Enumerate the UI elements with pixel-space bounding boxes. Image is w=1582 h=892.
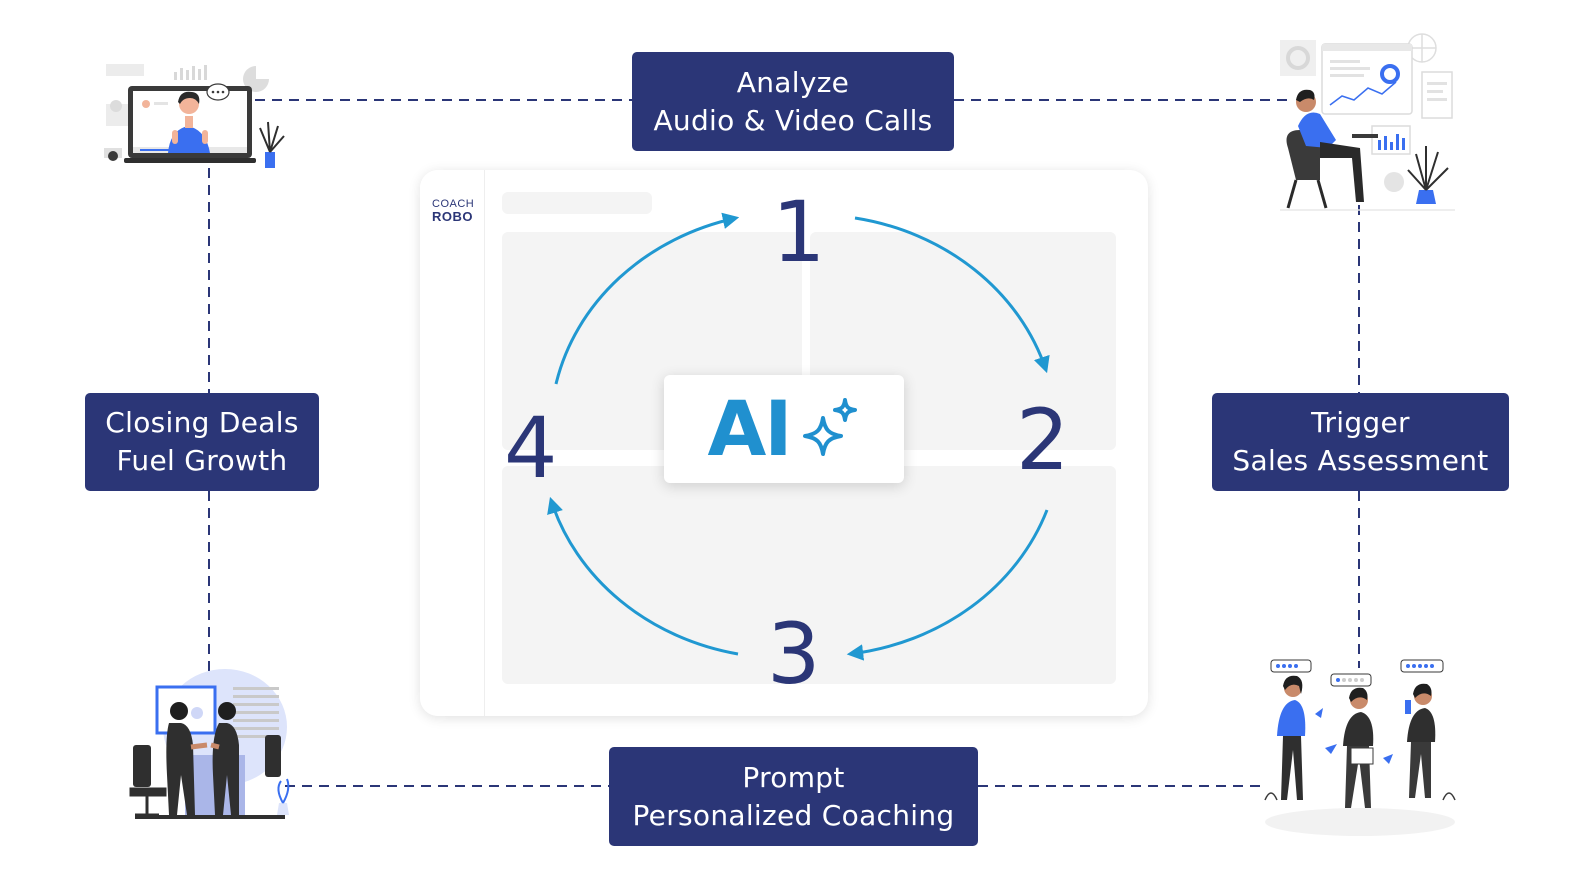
logo-line-2: ROBO [432,209,473,224]
step-3-title: Prompt [742,760,845,794]
sparkle-icon [802,398,857,456]
arrow-4-to-1 [554,212,740,385]
coachrobo-logo: COACH ROBO [432,198,474,224]
analytics-dashboard-illustration [1280,33,1455,211]
step-3-box: Prompt Personalized Coaching [609,747,978,846]
handshake-deal-illustration [129,669,290,819]
step-3-subtitle: Personalized Coaching [632,798,955,832]
team-feedback-illustration [1264,659,1456,836]
step-2-box: Trigger Sales Assessment [1212,393,1509,491]
ai-label: AI [707,384,792,473]
placeholder-panel-bottom [502,466,1116,684]
arrow-2-to-3 [846,509,1049,661]
ai-center-box: AI [664,375,904,483]
step-1-box: Analyze Audio & Video Calls [632,52,954,151]
step-number-2: 2 [1016,391,1070,489]
step-4-box: Closing Deals Fuel Growth [85,393,319,491]
video-call-illustration [104,64,285,168]
arrow-3-to-4 [547,496,739,656]
step-number-4: 4 [504,399,558,497]
card-sidebar [420,170,485,716]
step-2-subtitle: Sales Assessment [1232,444,1489,477]
step-4-title: Closing Deals [105,406,299,439]
arrow-1-to-2 [854,216,1050,374]
step-number-1: 1 [772,183,826,281]
logo-line-1: COACH [432,198,475,210]
placeholder-header-bar [502,192,652,214]
step-4-subtitle: Fuel Growth [116,444,288,477]
step-2-title: Trigger [1311,406,1410,439]
step-number-3: 3 [767,605,821,703]
step-1-subtitle: Audio & Video Calls [653,103,933,137]
step-1-title: Analyze [736,65,850,99]
